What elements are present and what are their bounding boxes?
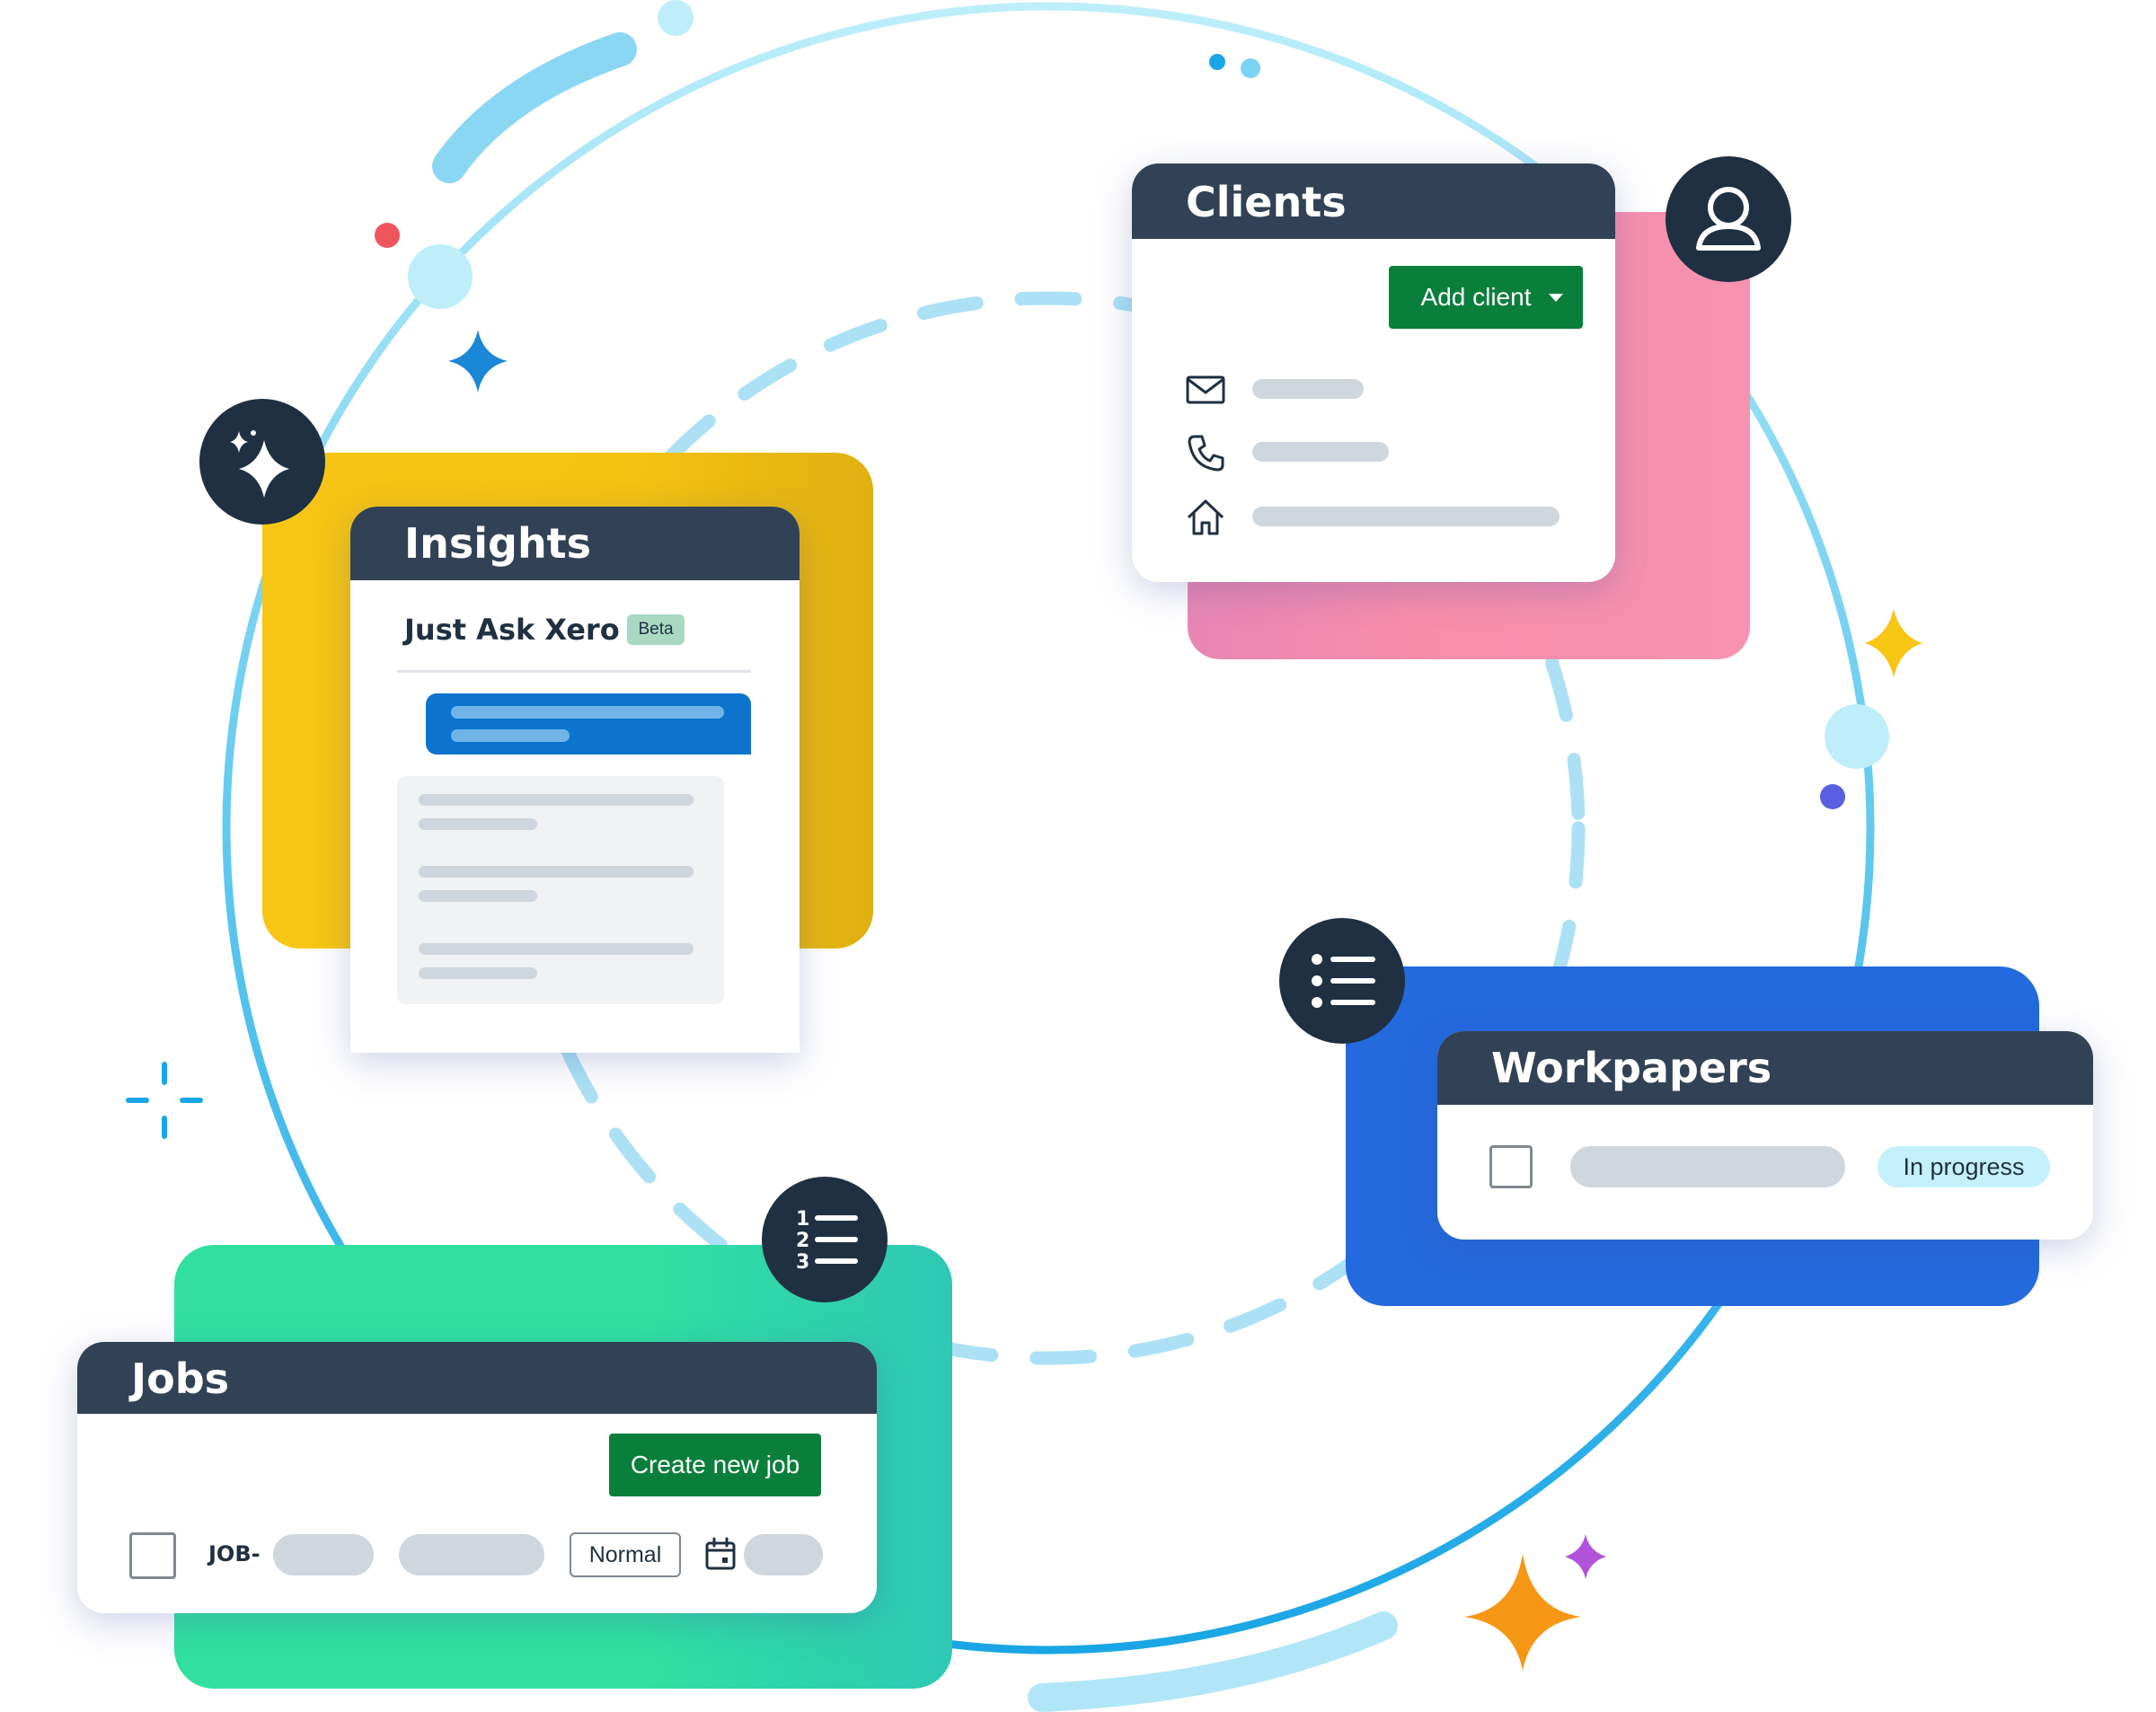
orbit-arc-bottom [1028,1611,1398,1712]
create-new-job-label: Create new job [630,1451,800,1478]
home-icon [1187,499,1224,535]
sparkle-yellow-icon [1865,609,1922,677]
insights-title: Insights [404,519,592,568]
priority-tag: Normal [570,1532,681,1577]
workpapers-card: Workpapers In progress [1437,1031,2093,1240]
job-number-placeholder [273,1534,374,1575]
client-phone-placeholder [1252,442,1389,462]
sparkle-orange-icon [1464,1554,1581,1671]
create-new-job-button[interactable]: Create new job [609,1434,821,1496]
insights-subtitle: Just Ask Xero [404,613,620,647]
chat-response-block [397,776,724,1004]
clients-title: Clients [1186,178,1347,226]
svg-text:1: 1 [796,1208,809,1231]
list-icon [1312,954,1375,1008]
dashed-orbit [511,291,1586,1365]
insights-divider [397,670,751,673]
jobs-badge: 1 2 3 [762,1177,888,1302]
workpapers-card-header: Workpapers [1437,1031,2093,1105]
crosshair-icon [126,1062,203,1139]
sparkle-blue-icon [448,330,508,393]
sparkle-icon [230,430,289,498]
chevron-down-icon [1549,294,1563,302]
workpaper-name-placeholder [1570,1146,1845,1187]
svg-text:2: 2 [796,1230,809,1252]
add-client-button[interactable]: Add client [1389,266,1583,329]
beta-badge: Beta [627,614,685,645]
insights-card: Insights Just Ask Xero Beta [350,507,800,1053]
orbit-arc-top [432,32,637,183]
clients-card-header: Clients [1132,163,1615,239]
jobs-card-header: Jobs [77,1342,877,1414]
job-prefix: JOB- [208,1541,261,1566]
insights-card-header: Insights [350,507,800,580]
jobs-title: Jobs [131,1355,230,1403]
clients-badge [1666,156,1791,282]
status-badge: In progress [1878,1146,2050,1187]
svg-text:3: 3 [796,1251,809,1274]
client-address-placeholder [1252,507,1560,526]
chat-prompt-bubble[interactable] [426,693,751,755]
workpaper-checkbox[interactable] [1489,1145,1533,1188]
phone-icon [1188,435,1224,472]
workpapers-title: Workpapers [1491,1044,1772,1092]
job-date-placeholder [744,1534,823,1575]
insights-badge [199,399,325,525]
user-icon [1696,187,1761,251]
calendar-icon [705,1537,736,1570]
job-name-placeholder [399,1534,544,1575]
envelope-icon [1186,375,1225,404]
workpapers-badge [1279,918,1405,1044]
sparkle-purple-icon [1565,1534,1606,1579]
job-checkbox[interactable] [129,1532,176,1579]
numbered-list-icon: 1 2 3 [796,1208,858,1274]
client-email-placeholder [1252,379,1364,399]
clients-card: Clients Add client [1132,163,1615,582]
add-client-label: Add client [1420,283,1532,311]
orbit-ring [222,2,1875,1655]
jobs-card: Jobs Create new job JOB- Normal [77,1342,877,1613]
